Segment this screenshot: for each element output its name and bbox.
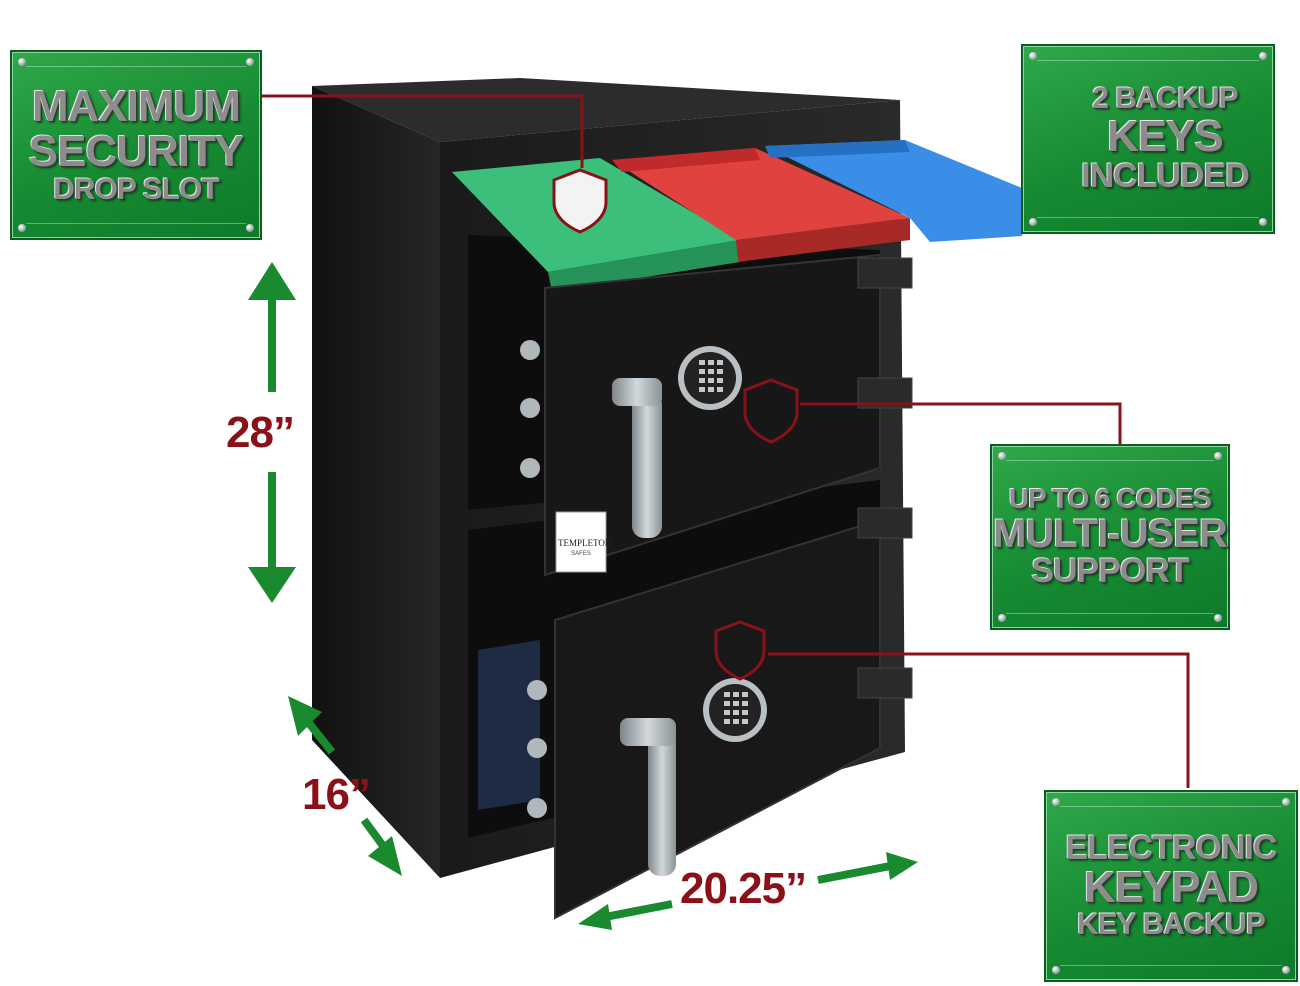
hinge (857, 667, 913, 699)
callout-text: MAXIMUM (31, 81, 241, 131)
callout-codes: UP TO 6 CODES MULTI-USER SUPPORT (990, 444, 1230, 630)
screw-icon (246, 58, 254, 66)
safe-top (312, 78, 900, 142)
lock-shield-icon (552, 168, 608, 234)
callout-keypad: ELECTRONIC KEYPAD KEY BACKUP (1044, 790, 1298, 982)
callout-line-keypad (768, 652, 1190, 788)
screw-icon (18, 58, 26, 66)
safe-side (312, 86, 440, 878)
callout-line-codes (800, 402, 1122, 444)
screw-icon (1052, 798, 1060, 806)
brand-name: TEMPLETON (558, 538, 612, 548)
callout-text: KEYPAD (1083, 862, 1259, 912)
screw-icon (1282, 798, 1290, 806)
callout-text: MULTI-USER (993, 511, 1228, 556)
screw-icon (1282, 966, 1290, 974)
callout-text: DROP SLOT (53, 172, 219, 206)
width-dimension: 20.25” (680, 864, 807, 913)
callout-text: SECURITY (28, 126, 244, 176)
upper-door (520, 253, 881, 577)
lock-shield-icon (743, 378, 799, 444)
arrow-icon (817, 862, 891, 884)
brand-sub: SAFES (571, 551, 591, 557)
callout-text: ELECTRONIC (1065, 828, 1278, 867)
callout-text: SUPPORT (1031, 552, 1189, 591)
height-dimension: 28” (226, 408, 295, 457)
callout-text: KEYS (1107, 111, 1224, 161)
depth-dimension: 16” (302, 770, 371, 819)
drop-slot-blue (765, 140, 1022, 242)
screw-icon (1259, 52, 1267, 60)
callout-text: KEY BACKUP (1077, 908, 1266, 942)
lower-door (527, 518, 881, 920)
arrow-icon (599, 900, 673, 922)
drop-slot-red (612, 148, 910, 262)
screw-icon (1259, 218, 1267, 226)
callout-drop-slot: MAXIMUM SECURITY DROP SLOT (10, 50, 262, 240)
screw-icon (1214, 452, 1222, 460)
callout-line-drop-slot (262, 94, 584, 168)
hinge (857, 257, 913, 289)
lock-shield-icon (714, 620, 766, 681)
screw-icon (998, 614, 1006, 622)
callout-text: INCLUDED (1081, 157, 1250, 196)
callout-keys: 2 BACKUP KEYS INCLUDED (1021, 44, 1275, 234)
hinge (857, 507, 913, 539)
screw-icon (1029, 218, 1037, 226)
screw-icon (246, 224, 254, 232)
screw-icon (998, 452, 1006, 460)
screw-icon (18, 224, 26, 232)
callout-text: 2 BACKUP (1092, 81, 1238, 115)
brand-tag (555, 511, 607, 573)
screw-icon (1052, 966, 1060, 974)
screw-icon (1214, 614, 1222, 622)
screw-icon (1029, 52, 1037, 60)
callout-text: UP TO 6 CODES (1008, 482, 1212, 514)
